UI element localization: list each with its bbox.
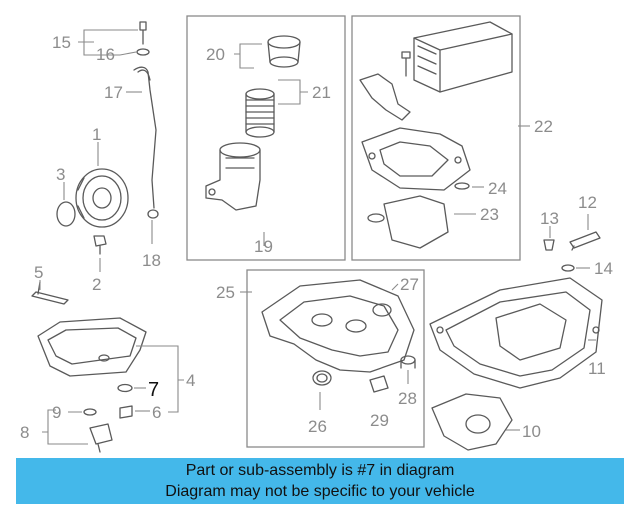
callout-29: 29: [370, 411, 389, 430]
callout-13: 13: [540, 209, 559, 228]
oil-filter-group-box: [186, 15, 346, 261]
callout-16: 16: [96, 45, 115, 64]
callout-28: 28: [398, 389, 417, 408]
filter-cap-20-part: [267, 35, 301, 68]
drain-plug-6-part: [119, 405, 133, 419]
intake-manifold-25-part: [261, 279, 415, 373]
seal-9-part: [83, 408, 97, 416]
gasket-26-part: [312, 370, 332, 386]
gasket-27-part: [372, 303, 392, 317]
filter-element-21-part: [245, 88, 275, 138]
callout-24: 24: [488, 179, 507, 198]
callout-11: 11: [588, 359, 606, 378]
callout-9: 9: [52, 403, 61, 422]
seal-3-part: [56, 201, 76, 227]
gasket-23-part: [367, 195, 449, 249]
bolt-13-part: [543, 239, 555, 251]
parts-diagram: 1 2 3 4 5 6 7 8 9 10 11 12 13 14 15 16 1…: [20, 15, 613, 453]
bolt-15-part: [136, 21, 150, 56]
callout-7: 7: [148, 379, 159, 401]
oil-pan-lower-4-part: [37, 317, 147, 377]
callout-26: 26: [308, 417, 327, 436]
sensor-12-part: [569, 231, 601, 251]
callout-25: 25: [216, 283, 235, 302]
bolt-2-part: [93, 235, 107, 255]
callout-1: 1: [92, 125, 101, 144]
banner-line-1: Part or sub-assembly is #7 in diagram: [185, 462, 455, 479]
dipstick-17-part: [133, 66, 159, 219]
callout-20: 20: [206, 45, 225, 64]
callout-15: 15: [52, 33, 71, 52]
baffle-5-part: [31, 281, 69, 305]
cooler-bolt-part: [401, 51, 411, 77]
callout-22: 22: [534, 117, 553, 136]
o-ring-24-part: [454, 182, 470, 190]
callout-23: 23: [480, 205, 499, 224]
callout-19: 19: [254, 237, 273, 256]
callout-3: 3: [56, 165, 65, 184]
oil-pan-upper-11-part: [429, 277, 603, 389]
callout-5: 5: [34, 263, 43, 282]
cooler-bracket-part: [361, 127, 471, 191]
callout-4: 4: [186, 371, 195, 390]
callout-12: 12: [578, 193, 597, 212]
oil-cooler-22-part: [413, 21, 513, 93]
oil-pump-10-part: [431, 393, 513, 451]
oil-cooler-group-box: [351, 15, 521, 261]
filter-housing-19-part: [205, 142, 261, 211]
callout-14: 14: [594, 259, 613, 278]
info-banner: Part or sub-assembly is #7 in diagram Di…: [16, 458, 624, 504]
oil-level-sensor-8-part: [89, 423, 113, 453]
cooler-gasket-part: [359, 73, 411, 121]
washer-14-part: [561, 264, 575, 272]
callout-27: 27: [400, 275, 419, 294]
drain-plug-seal-7-part: [117, 383, 133, 393]
callout-21: 21: [312, 83, 331, 102]
callout-17: 17: [104, 83, 123, 102]
banner-line-2: Diagram may not be specific to your vehi…: [165, 483, 475, 500]
callout-2: 2: [92, 275, 101, 294]
callout-10: 10: [522, 422, 541, 441]
callout-18: 18: [142, 251, 161, 270]
callout-6: 6: [152, 403, 161, 422]
callout-8: 8: [20, 423, 29, 442]
seal-28-part: [400, 355, 416, 369]
intake-manifold-group-box: [246, 269, 425, 448]
seal-29-part: [369, 375, 389, 393]
crank-pulley-1-part: [75, 168, 129, 228]
